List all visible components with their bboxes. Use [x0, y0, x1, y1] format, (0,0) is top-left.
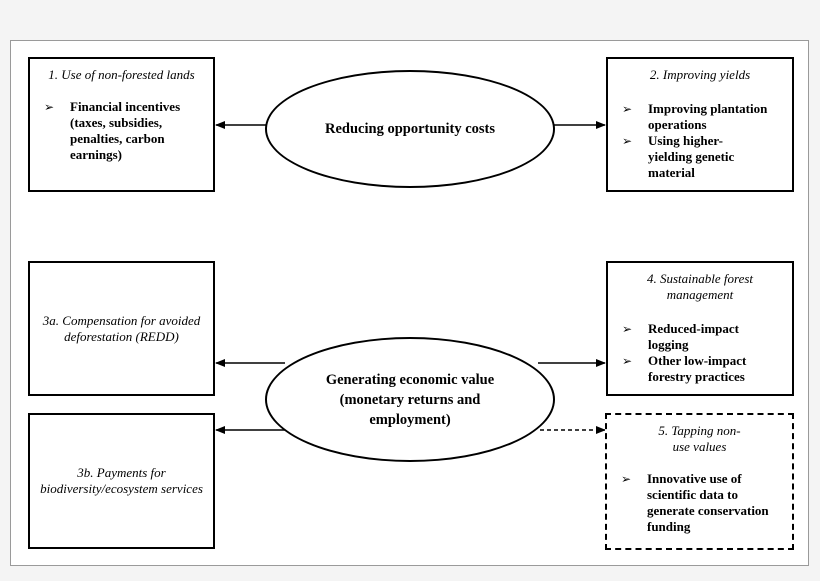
box-2-bullet-1: Improving plantation operations — [608, 101, 784, 133]
oval-reducing-opportunity-costs: Reducing opportunity costs — [265, 70, 555, 188]
box-1-bullet: Financial incentives (taxes, subsidies, … — [30, 99, 207, 163]
box-4-title: 4. Sustainable forest management — [646, 271, 754, 302]
box-3b-payments-biodiversity: 3b. Payments for biodiversity/ecosystem … — [28, 413, 215, 549]
box-2-bullet-2: Using higher-yielding genetic material — [608, 133, 784, 181]
box-3b-title: 3b. Payments for biodiversity/ecosystem … — [40, 465, 203, 496]
box-3a-title: 3a. Compensation for avoided deforestati… — [42, 312, 201, 344]
box-4-sustainable-forest-management: 4. Sustainable forest management Reduced… — [606, 261, 794, 396]
oval-bottom-label: Generating economic value (monetary retu… — [325, 371, 495, 428]
box-5-non-use-values: 5. Tapping non-use values Innovative use… — [605, 413, 794, 550]
oval-generating-economic-value: Generating economic value (monetary retu… — [265, 337, 555, 462]
box-4-bullet-2: Other low-impact forestry practices — [608, 353, 784, 385]
box-3a-redd: 3a. Compensation for avoided deforestati… — [28, 261, 215, 396]
box-2-improving-yields: 2. Improving yields Improving plantation… — [606, 57, 794, 192]
box-5-title: 5. Tapping non-use values — [658, 423, 741, 454]
box-4-bullet-1: Reduced-impact logging — [608, 321, 784, 353]
box-1-title: 1. Use of non-forested lands — [48, 67, 195, 82]
oval-top-label: Reducing opportunity costs — [325, 121, 495, 137]
box-5-bullet: Innovative use of scientific data to gen… — [607, 471, 784, 535]
box-1-non-forested-lands: 1. Use of non-forested lands Financial i… — [28, 57, 215, 192]
box-2-title: 2. Improving yields — [649, 67, 751, 82]
